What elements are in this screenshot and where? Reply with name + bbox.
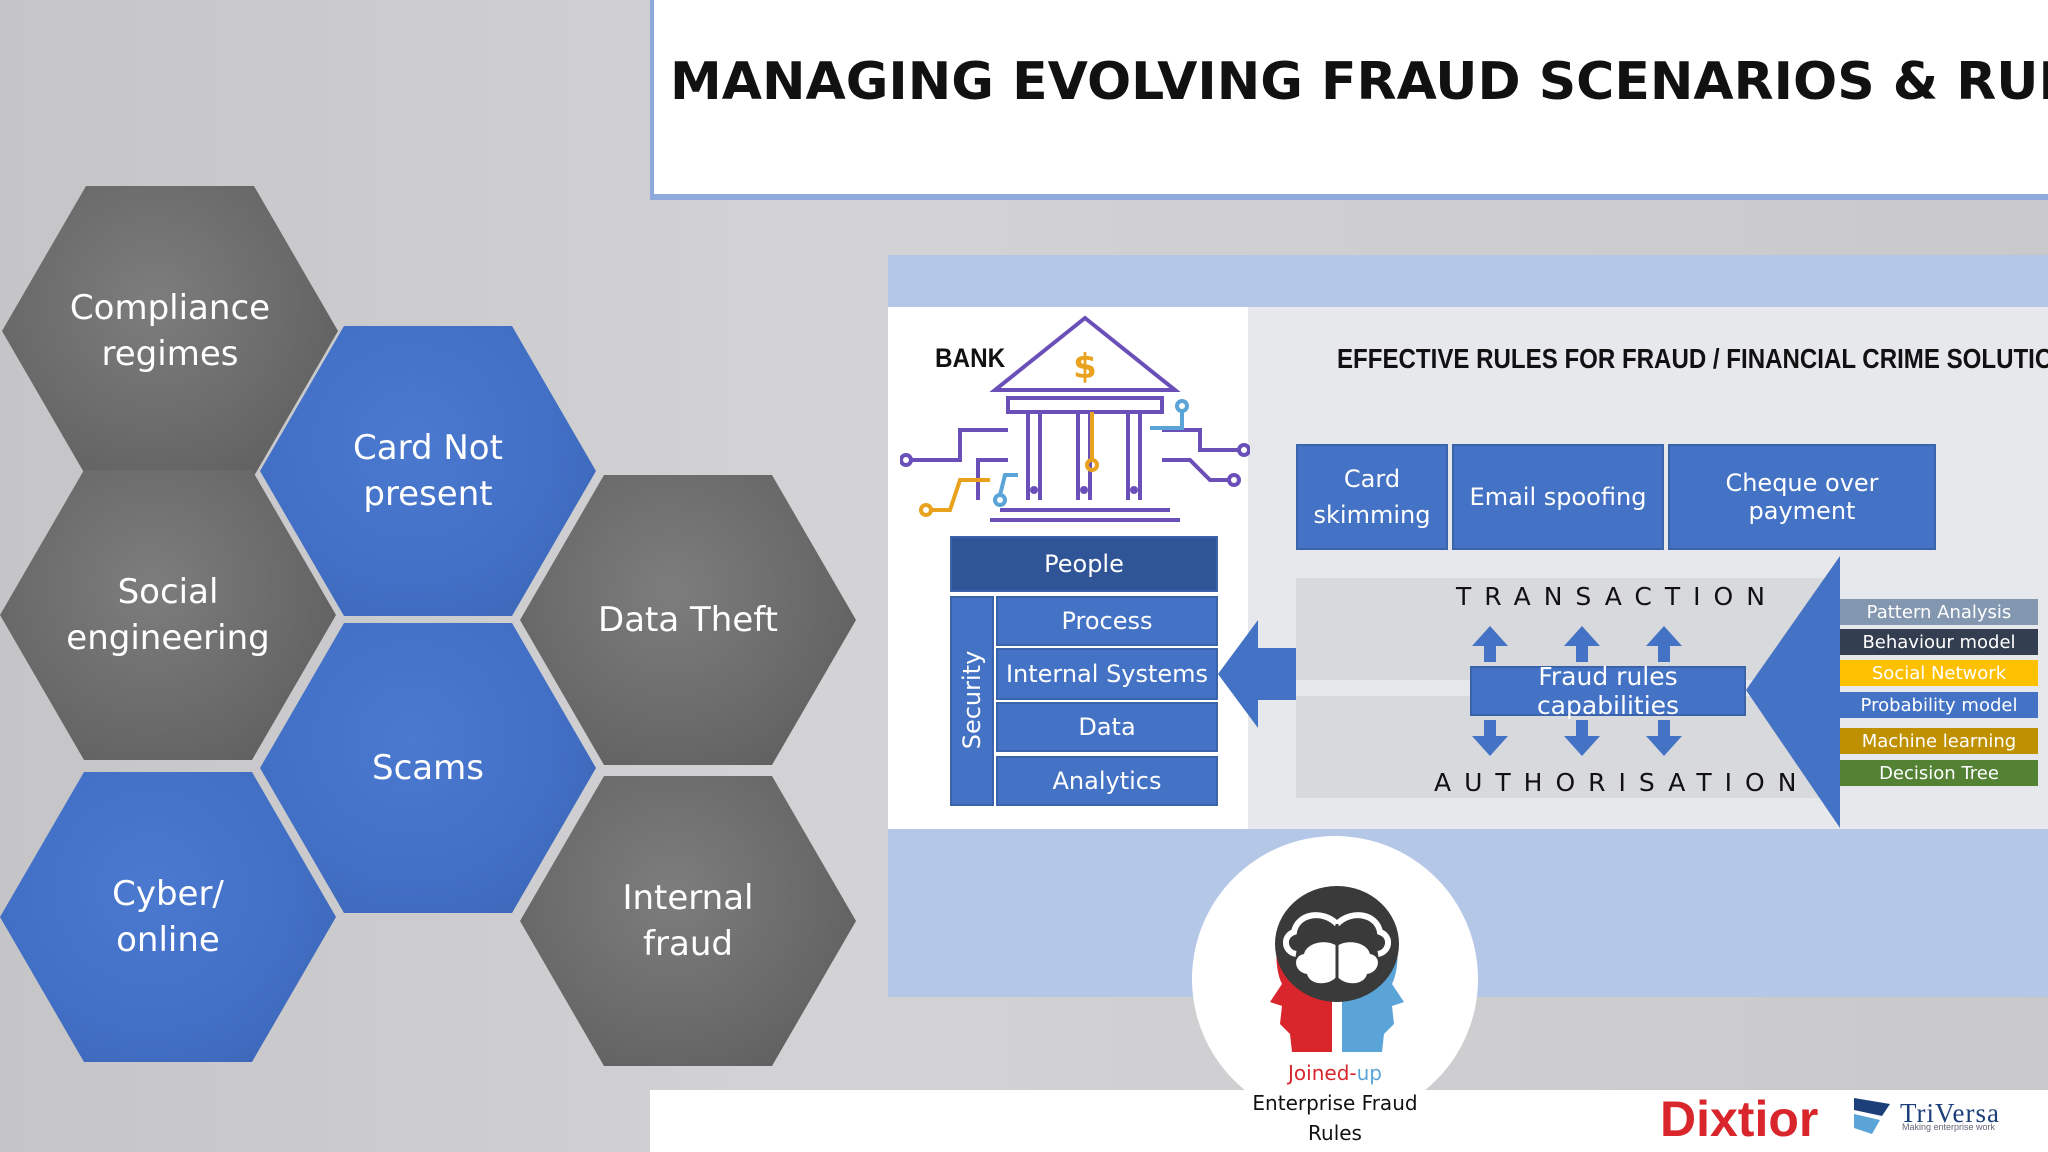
fraud-rules-capabilities-box: Fraud rules capabilities: [1470, 662, 1746, 720]
triangle-arrow-icon: [1746, 556, 1840, 828]
cheque-over-payment-box: Cheque over payment: [1668, 444, 1936, 550]
hex-label: Card Not present: [353, 428, 503, 514]
email-spoofing-label: Email spoofing: [1469, 483, 1647, 511]
capability-decision-tree: Decision Tree: [1840, 760, 2038, 786]
left-arrow-icon: [1218, 620, 1296, 728]
card-skimming-box: Card skimming: [1296, 444, 1448, 550]
transaction-label: TRANSACTION: [1456, 582, 1778, 611]
process-box: Process: [996, 596, 1218, 646]
hex-label: Compliance regimes: [69, 288, 271, 374]
svg-text:$: $: [1073, 347, 1097, 387]
caption-joined: Joined-: [1288, 1061, 1357, 1085]
hex-label: Scams: [372, 748, 484, 788]
brain-heads-icon: [1270, 886, 1404, 1052]
analytics-box: Analytics: [996, 756, 1218, 806]
hex-label: Internal fraud: [622, 878, 754, 964]
dixtior-logo: Dixtior: [1660, 1091, 1819, 1147]
fraud-rules-label: Fraud rules capabilities: [1536, 662, 1680, 720]
hex-label: Social engineering: [66, 572, 270, 658]
hex-label: Data Theft: [598, 600, 778, 640]
rules-heading: EFFECTIVE RULES FOR FRAUD / FINANCIAL CR…: [1337, 343, 2048, 374]
bank-icon: $: [900, 315, 1250, 522]
up-down-arrows-icon: [1472, 626, 1682, 756]
analytics-label: Analytics: [1052, 767, 1162, 795]
capability-pattern-analysis: Pattern Analysis: [1840, 599, 2038, 625]
capability-machine-learning: Machine learning: [1840, 728, 2038, 754]
caption-line2: Enterprise Fraud: [1252, 1091, 1418, 1115]
capability-behaviour-model: Behaviour model: [1840, 629, 2038, 655]
internal-systems-label: Internal Systems: [1005, 660, 1209, 688]
authorisation-label: AUTHORISATION: [1434, 768, 1810, 797]
title-banner: MANAGING EVOLVING FRAUD SCENARIOS & RULE…: [650, 0, 2048, 200]
capability-social-network: Social Network: [1840, 660, 2038, 686]
people-box: People: [950, 536, 1218, 592]
transaction-band: [1296, 578, 1836, 680]
email-spoofing-box: Email spoofing: [1452, 444, 1664, 550]
cheque-over-payment-label: Cheque over payment: [1725, 469, 1879, 525]
data-label: Data: [1078, 713, 1136, 741]
internal-systems-box: Internal Systems: [996, 648, 1218, 700]
card-skimming-label: Card skimming: [1313, 465, 1431, 529]
caption-up: up: [1356, 1061, 1382, 1085]
triversa-logo-icon: [1854, 1098, 1890, 1134]
security-label: Security: [958, 650, 986, 750]
caption-line3: Rules: [1308, 1121, 1362, 1145]
security-bar: [950, 596, 994, 806]
triversa-logo: TriVersa: [1900, 1098, 2001, 1128]
triversa-tagline: Making enterprise work: [1902, 1122, 1996, 1132]
hex-label: Cyber/ online: [112, 874, 224, 960]
brain-caption: Joined-up Enterprise Fraud Rules: [1192, 1058, 1478, 1148]
data-box: Data: [996, 702, 1218, 752]
bank-label: BANK: [935, 343, 1006, 373]
people-label: People: [1044, 550, 1124, 578]
slide-title: MANAGING EVOLVING FRAUD SCENARIOS & RULE…: [670, 52, 2048, 112]
capability-probability-model: Probability model: [1840, 692, 2038, 718]
process-label: Process: [1061, 607, 1153, 635]
